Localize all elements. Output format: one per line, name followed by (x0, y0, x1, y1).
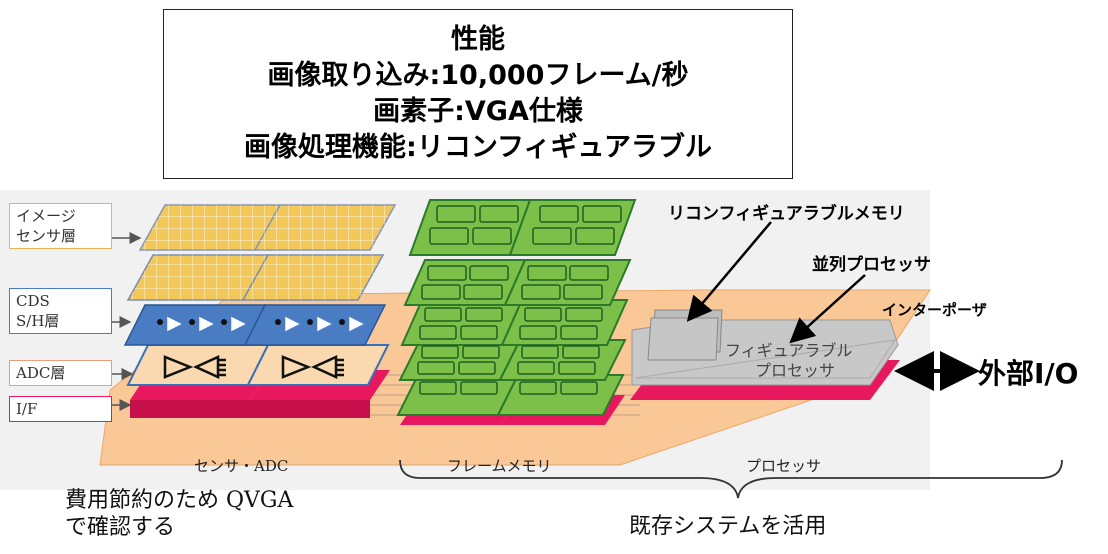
chip-text-line2: プロセッサ (755, 361, 836, 380)
spec-frame-rate: 画像取り込み:10,000フレーム/秒 (267, 60, 689, 91)
spec-box: 性能 画像取り込み:10,000フレーム/秒 画素子:VGA仕様 画像処理機能:… (163, 9, 793, 179)
image-sensor-label-line2: センサ層 (16, 227, 77, 245)
existing-system-brace (399, 459, 1063, 499)
if-layer-label: I/F (9, 396, 112, 422)
parallel-processor-label: 並列プロセッサ (812, 255, 931, 275)
adc-layer-label: ADC層 (9, 360, 112, 386)
cds-dots (157, 319, 345, 325)
reconfig-memory-arrow (686, 221, 772, 322)
layer-pointer-arrows (112, 232, 142, 411)
existing-system-note: 既存システムを活用 (629, 514, 827, 539)
spec-title: 性能 (451, 24, 505, 55)
cost-note-line1: 費用節約のため QVGA (65, 488, 294, 513)
cost-note-line2: で確認する (65, 515, 176, 540)
sensor-adc-section-label: センサ・ADC (194, 457, 289, 475)
interposer-label: インターポーザ (882, 301, 987, 319)
reconfig-memory-label: リコンフィギュアラブルメモリ (668, 204, 905, 224)
cds-layer-label: CDS S/H層 (9, 288, 112, 334)
memory-cells (417, 205, 622, 395)
cost-note: 費用節約のため QVGA で確認する (65, 487, 293, 541)
image-sensor-layer-label: イメージ センサ層 (9, 203, 112, 249)
cds-layer-2 (243, 304, 387, 346)
cds-label-line1: CDS (16, 292, 50, 310)
image-sensor-label-line1: イメージ (16, 207, 76, 225)
spec-pixels: 画素子:VGA仕様 (373, 96, 583, 127)
frame-memory-section-label: フレームメモリ (447, 457, 552, 475)
cds-symbols (167, 316, 364, 332)
spec-processing: 画像処理機能:リコンフィギュアラブル (244, 132, 712, 163)
cds-layer-1 (123, 304, 267, 346)
cds-label-line2: S/H層 (16, 312, 60, 330)
external-io-label: 外部I/O (978, 357, 1079, 390)
chip-text-line1: フィギュアラブル (725, 341, 853, 360)
parallel-processor-arrow (789, 274, 866, 344)
processor-section-label: プロセッサ (746, 457, 822, 475)
adc-symbols (163, 355, 344, 379)
